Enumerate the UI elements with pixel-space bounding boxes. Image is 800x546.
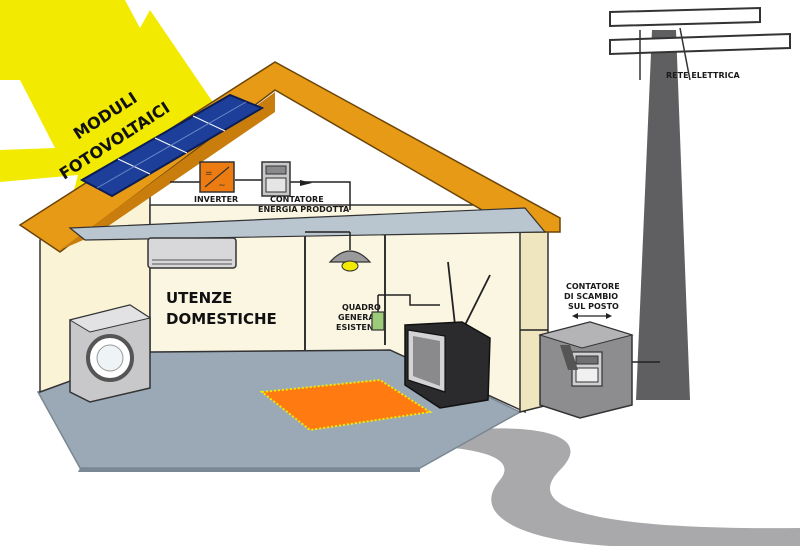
- washing-machine-icon: [68, 304, 152, 403]
- ground-path: [420, 428, 800, 546]
- label-utenze-2: DOMESTICHE: [166, 310, 277, 328]
- meter-icon: [261, 161, 291, 197]
- rug: [259, 378, 433, 432]
- label-scambio-2: DI SCAMBIO: [564, 292, 618, 301]
- label-quadro-1: QUADRO: [342, 303, 381, 312]
- label-utenze-1: UTENZE: [166, 289, 232, 307]
- label-inverter: INVERTER: [194, 195, 238, 204]
- exchange-meter-icon: [538, 321, 634, 419]
- power-pole-icon: [609, 6, 791, 400]
- inverter-icon: = ~: [199, 161, 235, 193]
- tv-icon: [404, 261, 491, 409]
- double-arrow-icon: [572, 313, 612, 319]
- breaker-panel-icon: [371, 294, 440, 331]
- solar-panel-icon: [79, 93, 265, 198]
- label-scambio-1: CONTATORE: [566, 282, 620, 291]
- label-quadro-3: ESISTENTE: [336, 323, 385, 332]
- svg-text:=: =: [205, 169, 213, 179]
- ceiling-lamp-icon: [305, 231, 372, 272]
- label-quadro-2: GENERALE: [338, 313, 385, 322]
- label-scambio-3: SUL POSTO: [568, 302, 619, 311]
- ceiling-plate: [68, 207, 547, 241]
- label-rete-elettrica: RETE ELETTRICA: [666, 71, 740, 80]
- label-contatore-prod-1: CONTATORE: [270, 195, 324, 204]
- air-conditioner-icon: [147, 237, 237, 269]
- svg-text:~: ~: [218, 181, 226, 191]
- sun-arrow-icon: [0, 0, 225, 205]
- label-contatore-prod-2: ENERGIA PRODOTTA: [258, 205, 350, 214]
